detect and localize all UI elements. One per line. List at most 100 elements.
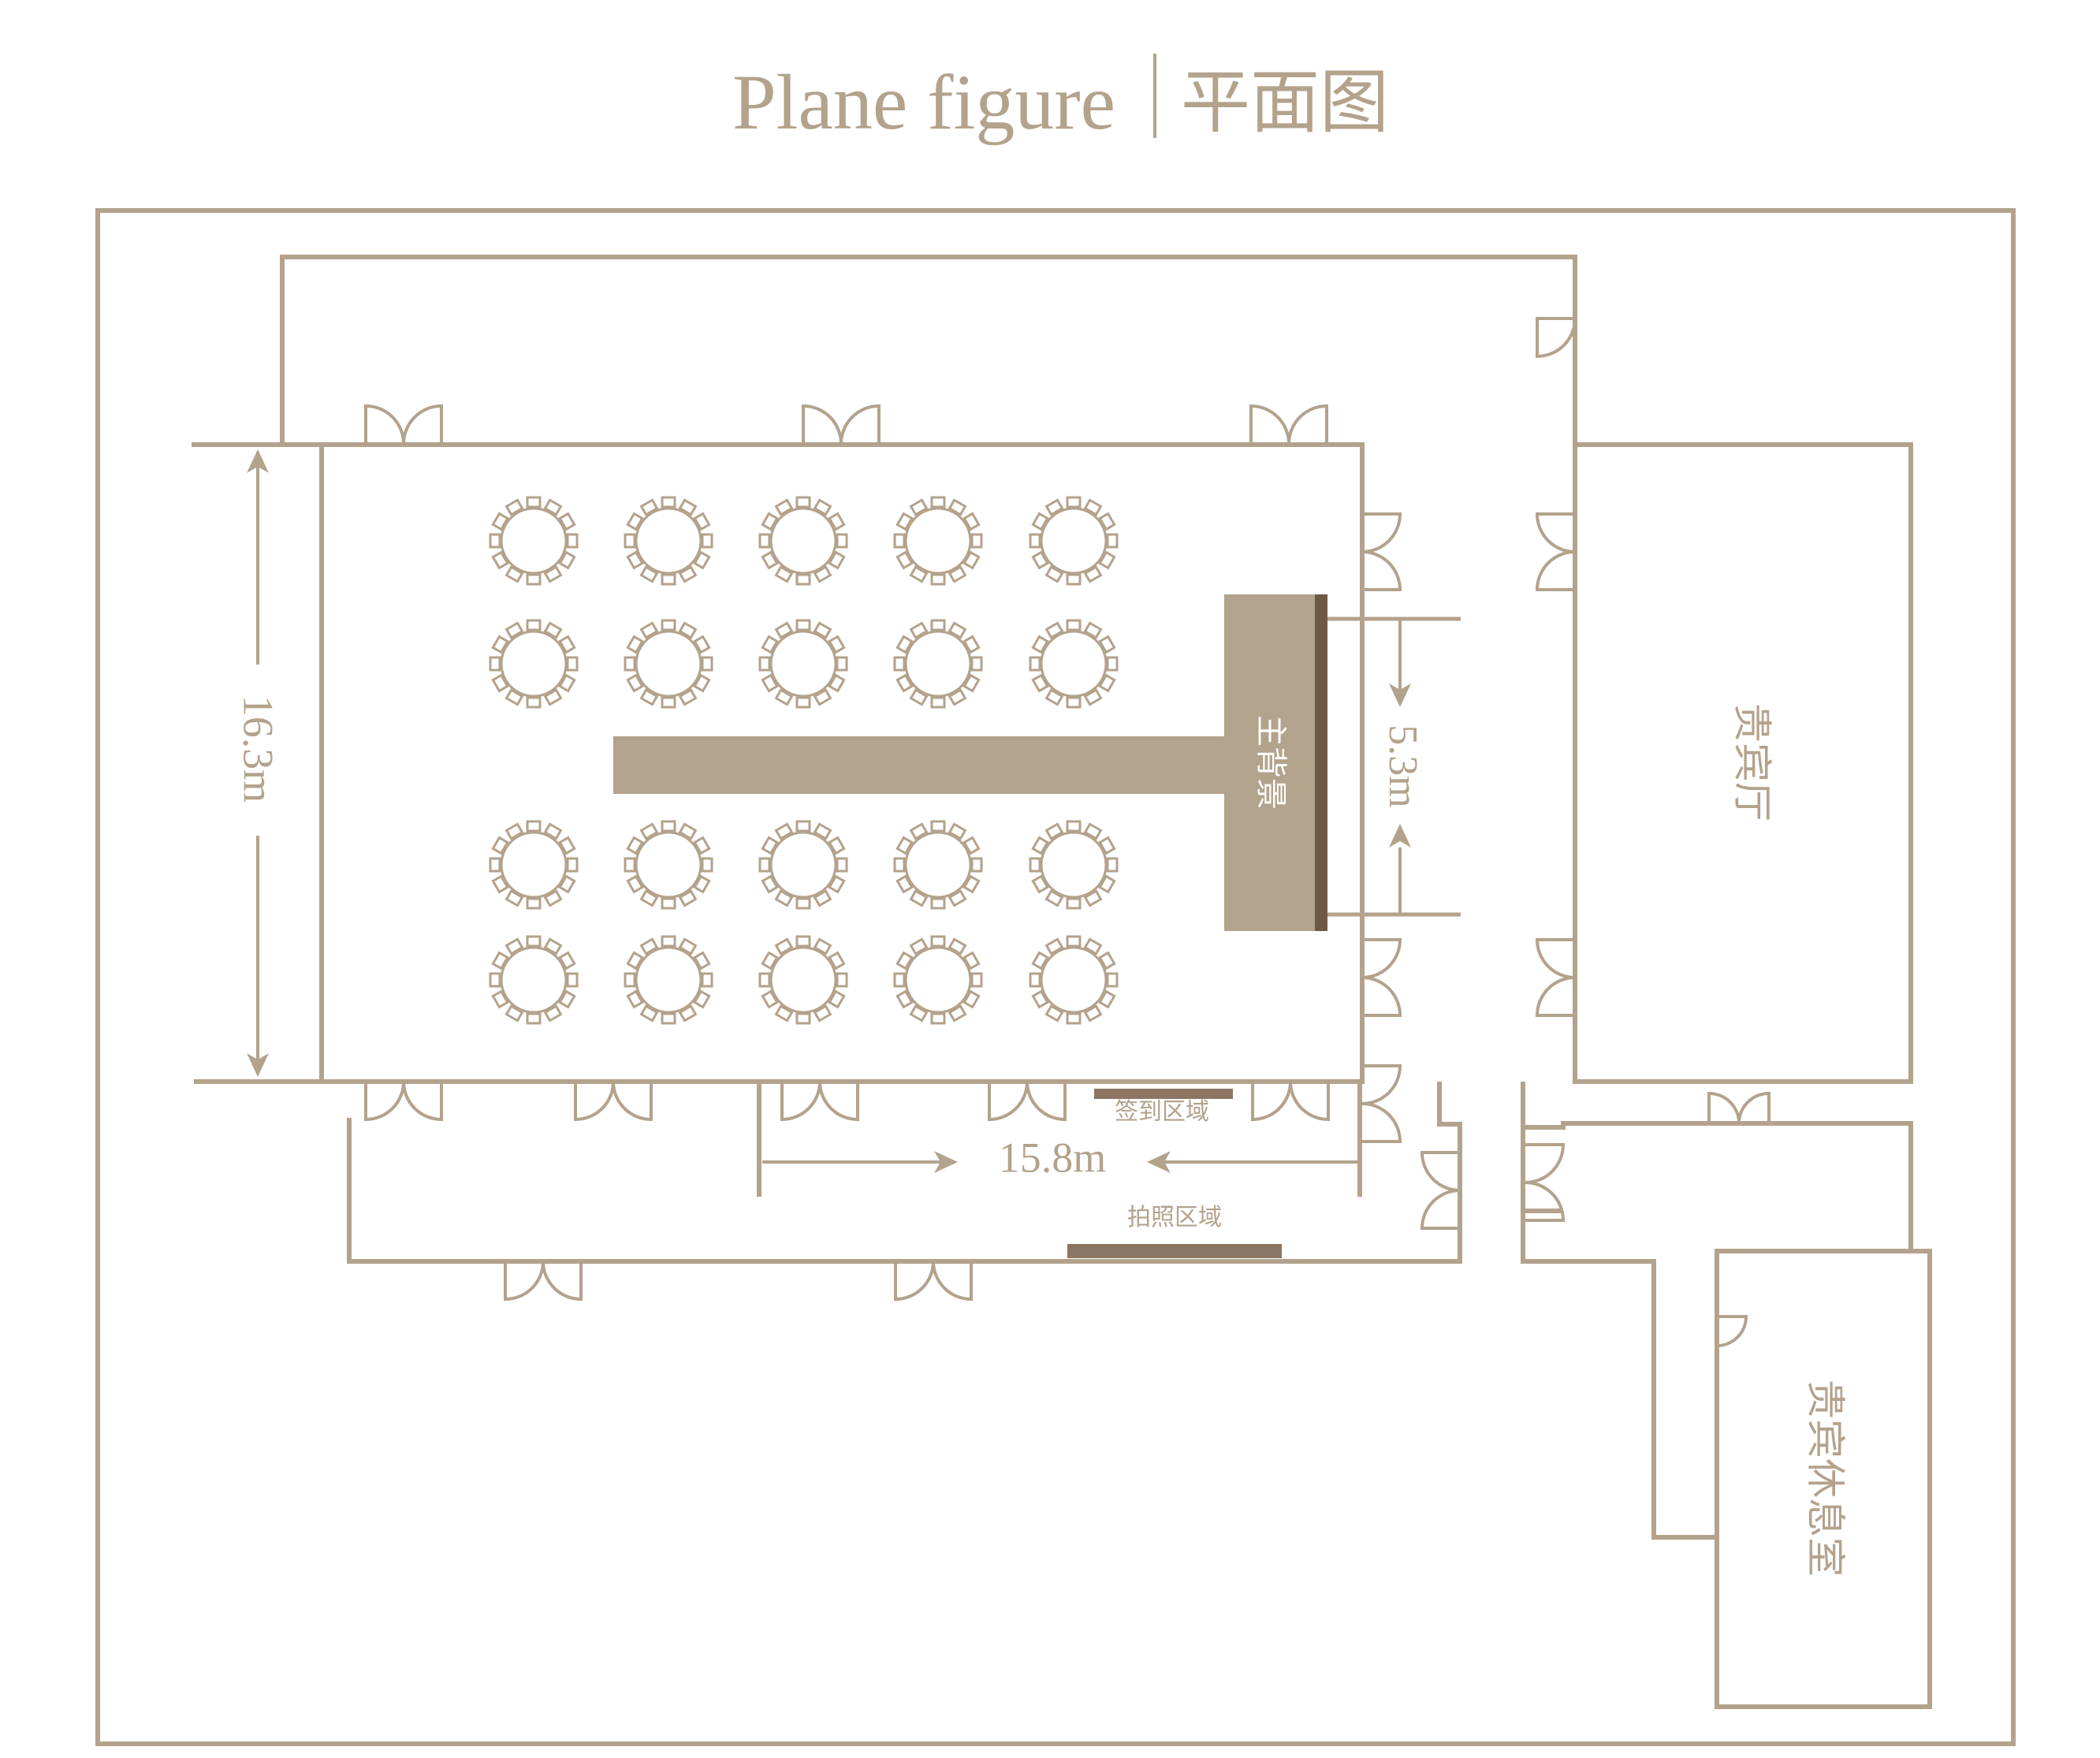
chair [1083, 565, 1103, 583]
vip-lounge-wall [1715, 1249, 1932, 1709]
chair [828, 635, 846, 654]
chair [661, 496, 676, 508]
chair [895, 874, 914, 894]
table-top [769, 507, 837, 575]
east-wing-wall [1521, 1082, 1717, 1540]
chair [948, 498, 967, 516]
chair [909, 498, 929, 516]
upper-corridor-wall [280, 255, 1577, 1082]
chair [489, 972, 501, 988]
chair [970, 972, 983, 988]
chair [543, 1004, 563, 1022]
chair [693, 951, 711, 970]
banquet-table [758, 935, 848, 1025]
lower-corridor-wall [347, 1082, 1462, 1264]
arrowhead-up [1389, 824, 1411, 847]
chair [678, 822, 698, 840]
chair [930, 696, 946, 709]
chair [836, 533, 848, 549]
chair [626, 836, 644, 855]
chair [505, 937, 524, 955]
chair [970, 656, 983, 672]
chair [624, 656, 636, 672]
chair [761, 836, 779, 855]
chair [489, 656, 501, 672]
chair [948, 565, 967, 583]
chair [963, 673, 981, 693]
chair [963, 836, 981, 855]
chair [639, 822, 659, 840]
chair [909, 889, 929, 907]
chair [505, 565, 524, 583]
chair [930, 573, 946, 586]
chair [948, 889, 967, 907]
stage: 主背景 [613, 594, 1327, 931]
chair [693, 989, 711, 1009]
chair [491, 836, 509, 855]
vip-lounge-label: 贵宾休息室 [1803, 1380, 1849, 1577]
chair [813, 688, 832, 706]
double-door [1249, 404, 1328, 445]
chair [626, 989, 644, 1009]
chair [558, 836, 576, 855]
chair [813, 937, 832, 955]
chair [558, 989, 576, 1009]
chair [1044, 565, 1064, 583]
chair [828, 874, 846, 894]
chair [526, 897, 542, 910]
chair [626, 673, 644, 693]
chair [930, 619, 946, 631]
chair [1031, 874, 1049, 894]
double-door [364, 404, 443, 445]
chair [1098, 635, 1116, 654]
signin-bar [1094, 1089, 1233, 1099]
chair [828, 550, 846, 570]
chair [1106, 533, 1119, 549]
chair [774, 565, 794, 583]
chair [758, 533, 771, 549]
chair [543, 498, 563, 516]
double-door [988, 1081, 1067, 1122]
chair [895, 512, 914, 531]
chair [505, 688, 524, 706]
chair [774, 937, 794, 955]
chair [970, 533, 983, 549]
chair [558, 635, 576, 654]
chair [639, 889, 659, 907]
chair [1044, 937, 1064, 955]
table-top [635, 831, 702, 899]
chair [566, 972, 579, 988]
chair [678, 1004, 698, 1022]
chair [558, 512, 576, 531]
chair [489, 533, 501, 549]
banquet-table [1029, 619, 1119, 709]
banquet-table [624, 820, 713, 910]
chair [1066, 696, 1082, 709]
chair [813, 889, 832, 907]
banquet-table [893, 496, 983, 586]
chair [895, 635, 914, 654]
banquet-table [489, 496, 579, 586]
chair [1083, 822, 1103, 840]
chair [1098, 951, 1116, 970]
hall-depth-label: 16.3m [235, 695, 282, 803]
chair [626, 951, 644, 970]
chair [526, 935, 542, 948]
chair [761, 673, 779, 693]
banquet-hall-wall [319, 442, 1365, 1084]
chair [1029, 972, 1041, 988]
banquet-table [1029, 820, 1119, 910]
chair [624, 972, 636, 988]
chair [836, 656, 848, 672]
chair [963, 550, 981, 570]
table-top [1040, 507, 1108, 575]
chair [909, 688, 929, 706]
plan-title: Plane figure 平面图 [732, 54, 1389, 146]
double-door [1535, 938, 1576, 1017]
chair [1044, 621, 1064, 639]
chair [661, 619, 676, 631]
chair [1098, 989, 1116, 1009]
double-door [1535, 512, 1576, 591]
chair [701, 972, 713, 988]
chair [678, 889, 698, 907]
